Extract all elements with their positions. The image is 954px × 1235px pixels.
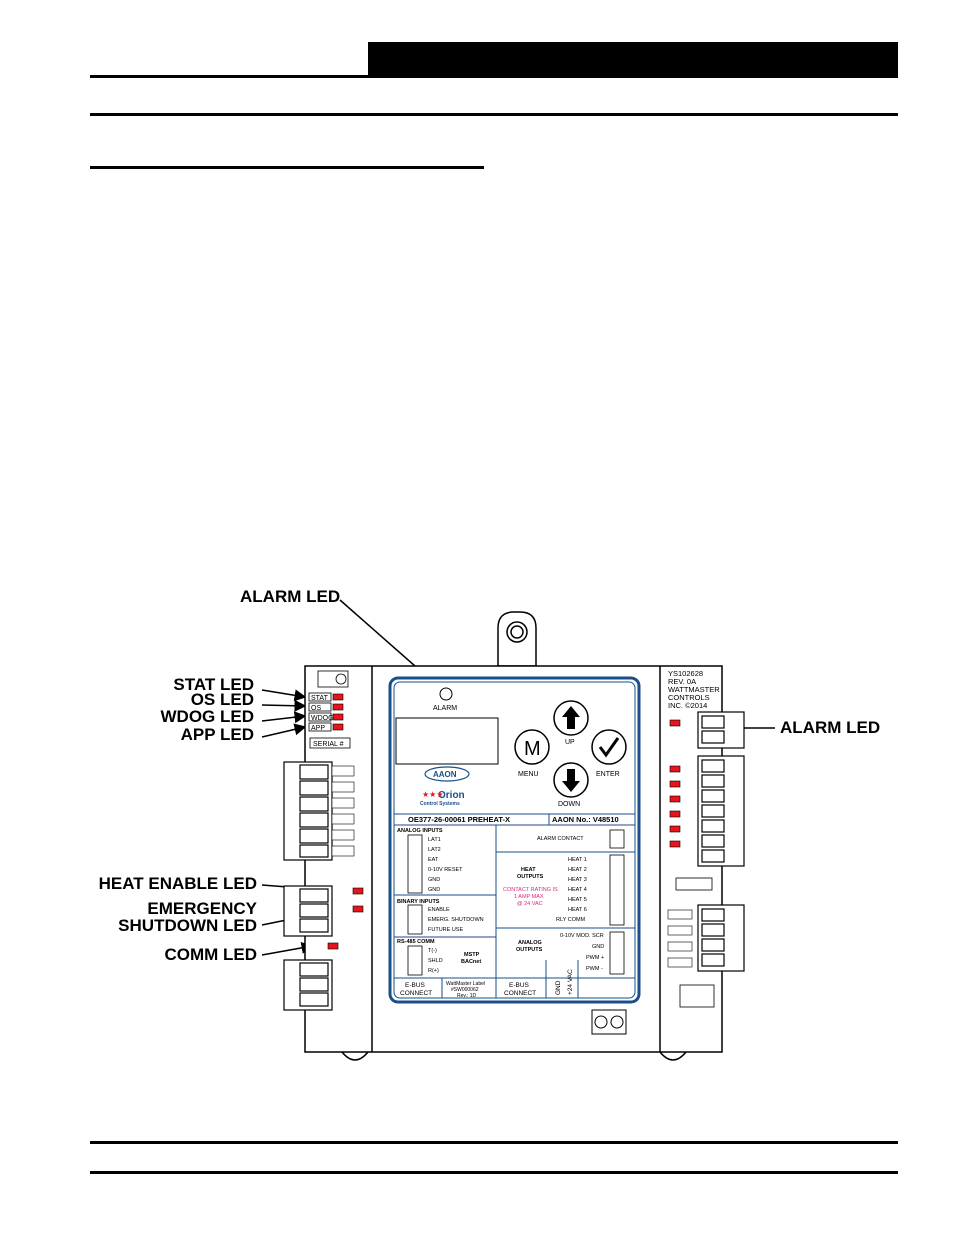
callout-heat-enable-led: HEAT ENABLE LED xyxy=(98,874,257,893)
front-panel: ALARM UP M MENU ENTER DOWN AAON Orion Co… xyxy=(388,676,641,1004)
svg-text:Orion: Orion xyxy=(438,790,465,801)
svg-text:@ 24 VAC: @ 24 VAC xyxy=(517,901,543,907)
svg-text:SHLD: SHLD xyxy=(428,958,443,964)
svg-text:RLY COMM: RLY COMM xyxy=(556,917,586,923)
status-leds: STAT OS WDOG APP SERIAL # xyxy=(308,670,364,950)
svg-text:BINARY INPUTS: BINARY INPUTS xyxy=(397,899,440,905)
callout-alarm-led-right: ALARM LED xyxy=(780,718,881,737)
svg-text:BACnet: BACnet xyxy=(461,959,481,965)
svg-text:HEAT 1: HEAT 1 xyxy=(568,857,587,863)
footer-rule-bottom xyxy=(90,1171,898,1174)
terminal-legend xyxy=(394,825,635,998)
callout-alarm-led-top: ALARM LED xyxy=(240,587,341,606)
svg-text:HEAT: HEAT xyxy=(521,867,536,873)
svg-text:E-BUS: E-BUS xyxy=(405,982,426,989)
terminal-legend-text: ANALOG INPUTS LAT1 LAT2 EAT 0-10V RESET … xyxy=(397,828,625,999)
svg-text:PWM +: PWM + xyxy=(586,955,604,961)
footer-rule-top xyxy=(90,1141,898,1144)
svg-text:AAON: AAON xyxy=(433,770,457,779)
svg-text:DOWN: DOWN xyxy=(558,801,580,808)
svg-text:0-10V RESET: 0-10V RESET xyxy=(428,867,463,873)
svg-text:YS102628: YS102628 xyxy=(668,669,703,678)
svg-text:+24 VAC: +24 VAC xyxy=(567,969,574,995)
svg-text:#SW000062: #SW000062 xyxy=(451,987,479,993)
svg-text:EMERG. SHUTDOWN: EMERG. SHUTDOWN xyxy=(428,917,484,923)
svg-text:INC. ©2014: INC. ©2014 xyxy=(668,701,707,710)
svg-text:AAON No.: V48510: AAON No.: V48510 xyxy=(552,815,619,824)
svg-text:GND: GND xyxy=(428,887,440,893)
svg-text:FUTURE USE: FUTURE USE xyxy=(428,927,463,933)
callout-comm-led: COMM LED xyxy=(164,945,257,964)
svg-text:0-10V MOD. SCR: 0-10V MOD. SCR xyxy=(560,933,604,939)
svg-text:HEAT 6: HEAT 6 xyxy=(568,907,587,913)
callout-stat-led: STAT LED xyxy=(173,675,254,694)
section-rule xyxy=(90,166,484,169)
svg-text:OE377-26-00061 PREHEAT-X: OE377-26-00061 PREHEAT-X xyxy=(408,815,510,824)
callout-emergency: EMERGENCY xyxy=(147,899,257,918)
svg-text:PWM -: PWM - xyxy=(586,966,603,972)
left-terminal-blocks xyxy=(283,761,333,1011)
svg-text:1 AMP MAX: 1 AMP MAX xyxy=(514,894,544,900)
svg-text:ENABLE: ENABLE xyxy=(428,907,450,913)
svg-text:MSTP: MSTP xyxy=(464,952,480,958)
svg-text:Control Systems: Control Systems xyxy=(420,801,460,807)
svg-text:SERIAL #: SERIAL # xyxy=(313,741,344,748)
svg-text:MENU: MENU xyxy=(518,771,539,778)
header-black-bar xyxy=(368,42,898,78)
svg-text:HEAT 5: HEAT 5 xyxy=(568,897,587,903)
right-board-details: YS102628 REV. 0A WATTMASTER CONTROLS INC… xyxy=(591,669,720,1035)
svg-text:OUTPUTS: OUTPUTS xyxy=(516,947,543,953)
svg-text:E-BUS: E-BUS xyxy=(509,982,530,989)
svg-text:HEAT 4: HEAT 4 xyxy=(568,887,587,893)
header-rule-second xyxy=(90,113,898,116)
svg-text:RS-485 COMM: RS-485 COMM xyxy=(397,939,435,945)
svg-text:ANALOG: ANALOG xyxy=(518,940,542,946)
svg-text:UP: UP xyxy=(565,739,575,746)
svg-text:ANALOG INPUTS: ANALOG INPUTS xyxy=(397,828,443,834)
callout-os-led: OS LED xyxy=(190,690,254,709)
callout-app-led: APP LED xyxy=(180,725,254,744)
svg-text:Rev.: 1D: Rev.: 1D xyxy=(457,993,476,999)
svg-text:LAT1: LAT1 xyxy=(428,837,441,843)
svg-text:M: M xyxy=(524,738,541,760)
svg-text:CONTACT RATING IS: CONTACT RATING IS xyxy=(503,887,558,893)
svg-text:T(-): T(-) xyxy=(428,948,437,954)
svg-text:WattMaster Label: WattMaster Label xyxy=(446,981,485,987)
svg-text:STAT: STAT xyxy=(311,695,329,702)
svg-text:ENTER: ENTER xyxy=(596,771,620,778)
svg-text:CONNECT: CONNECT xyxy=(400,990,432,997)
svg-text:APP: APP xyxy=(311,725,325,732)
svg-text:HEAT 2: HEAT 2 xyxy=(568,867,587,873)
svg-text:WDOG: WDOG xyxy=(311,715,334,722)
svg-text:WATTMASTER: WATTMASTER xyxy=(668,685,720,694)
right-terminal-blocks xyxy=(697,711,745,972)
svg-text:LAT2: LAT2 xyxy=(428,847,441,853)
svg-text:GND: GND xyxy=(428,877,440,883)
svg-text:HEAT 3: HEAT 3 xyxy=(568,877,587,883)
svg-text:ALARM CONTACT: ALARM CONTACT xyxy=(537,836,584,842)
svg-text:R(+): R(+) xyxy=(428,968,439,974)
svg-text:EAT: EAT xyxy=(428,857,439,863)
svg-text:★★★: ★★★ xyxy=(422,790,444,799)
callout-shutdown-led: SHUTDOWN LED xyxy=(118,916,257,935)
callout-wdog-led: WDOG LED xyxy=(160,707,255,726)
svg-text:OUTPUTS: OUTPUTS xyxy=(517,874,544,880)
svg-text:GND: GND xyxy=(592,944,604,950)
mounting-tab-top xyxy=(497,611,537,667)
svg-text:ALARM: ALARM xyxy=(433,705,457,712)
svg-text:OS: OS xyxy=(311,705,321,712)
svg-text:REV. 0A: REV. 0A xyxy=(668,677,696,686)
svg-text:GND: GND xyxy=(555,980,562,995)
svg-text:CONTROLS: CONTROLS xyxy=(668,693,710,702)
svg-text:CONNECT: CONNECT xyxy=(504,990,536,997)
header-rule-top xyxy=(90,75,368,78)
